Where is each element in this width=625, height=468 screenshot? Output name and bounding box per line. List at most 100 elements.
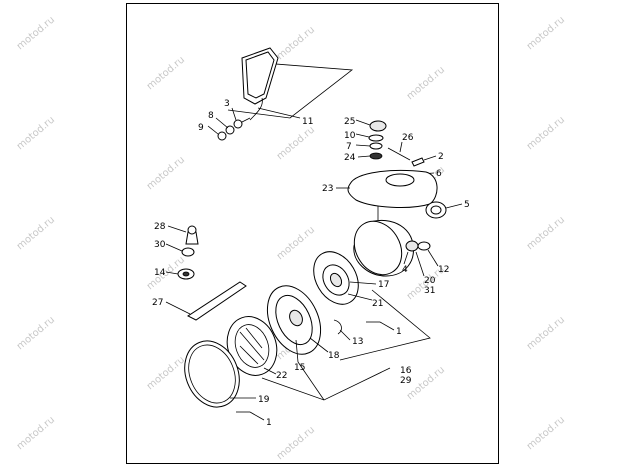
label-14: 14	[154, 268, 166, 278]
pin-26	[387, 147, 411, 161]
label-6: 6	[436, 169, 442, 179]
bracket-4	[405, 240, 419, 252]
label-28: 28	[154, 222, 166, 232]
watermark: motod.ru	[15, 314, 57, 352]
lens-assembly	[226, 316, 278, 376]
leader-24	[357, 155, 371, 158]
watermark: motod.ru	[15, 14, 57, 52]
watermark: motod.ru	[525, 114, 567, 152]
leader-17	[349, 281, 377, 285]
label-5: 5	[464, 200, 470, 210]
rim-19	[184, 340, 240, 408]
upper-cluster	[336, 119, 438, 220]
label-12: 12	[438, 265, 449, 275]
watermark: motod.ru	[145, 154, 187, 192]
washer-10	[368, 134, 384, 142]
leader-9	[207, 125, 219, 135]
fitting-12	[417, 241, 431, 251]
lens-grid-3	[239, 345, 259, 365]
label-23: 23	[322, 184, 333, 194]
leader-7	[355, 144, 371, 147]
watermark: motod.ru	[275, 424, 317, 462]
nut-24	[369, 152, 383, 160]
watermark: motod.ru	[15, 414, 57, 452]
label-1-lower: 1	[266, 418, 272, 428]
reflector-center	[329, 272, 343, 288]
leader-13	[339, 329, 351, 341]
reflector-assembly	[313, 251, 431, 361]
leader-15	[295, 339, 299, 363]
watermark: motod.ru	[145, 54, 187, 92]
sealed-beam-assembly	[266, 285, 395, 363]
part-labels: 3 8 9 11 25 10 7 24 26 2 6 23 5 28 30 14…	[152, 99, 470, 428]
bucket-assembly	[353, 201, 463, 277]
leader-8	[215, 117, 229, 129]
watermark: motod.ru	[145, 354, 187, 392]
label-30: 30	[154, 240, 166, 250]
bulb-28-top	[187, 225, 197, 235]
watermark: motod.ru	[15, 114, 57, 152]
label-26: 26	[402, 133, 414, 143]
watermark: motod.ru	[525, 214, 567, 252]
left-small-parts	[165, 225, 247, 321]
leader-12	[427, 249, 439, 267]
leader-15-join	[297, 361, 325, 401]
nut-3	[233, 119, 243, 129]
label-8: 8	[208, 111, 214, 121]
label-13: 13	[352, 337, 363, 347]
mirror-inner	[245, 51, 275, 99]
washer-8	[225, 125, 235, 135]
socket-30	[181, 247, 195, 257]
label-21: 21	[372, 299, 383, 309]
leader-18	[309, 337, 329, 353]
leader-1-upper	[379, 321, 395, 331]
leader-1-lower	[249, 411, 265, 421]
screw-2	[411, 157, 425, 167]
watermark: motod.ru	[525, 314, 567, 352]
bucket-rim	[353, 220, 403, 276]
grommet-5-hole	[430, 205, 442, 215]
label-19: 19	[258, 395, 270, 405]
leader-25	[355, 119, 371, 126]
label-27: 27	[152, 298, 163, 308]
leader-22	[263, 367, 277, 375]
label-11: 11	[302, 117, 313, 127]
leader-11	[257, 107, 301, 119]
watermark: motod.ru	[275, 124, 317, 162]
leader-14	[165, 271, 179, 275]
label-3: 3	[224, 99, 230, 109]
leader-10	[355, 133, 370, 138]
label-24: 24	[344, 153, 356, 163]
leader-28	[167, 225, 187, 233]
watermark-group: motod.ru motod.ru motod.ru motod.ru moto…	[15, 14, 567, 462]
grommet-14-hole	[182, 271, 190, 277]
label-2: 2	[438, 152, 444, 162]
spring-13	[333, 319, 342, 335]
label-9: 9	[198, 123, 204, 133]
leader-3	[231, 107, 237, 121]
cap-25	[369, 120, 387, 132]
watermark: motod.ru	[15, 214, 57, 252]
nut-9	[217, 131, 227, 141]
watermark: motod.ru	[275, 24, 317, 62]
leader-5	[445, 203, 463, 209]
leader-4	[403, 251, 409, 265]
label-25: 25	[344, 117, 355, 127]
label-17: 17	[378, 280, 389, 290]
label-1-upper: 1	[396, 327, 402, 337]
cover-boss	[385, 173, 415, 187]
washer-7	[369, 142, 383, 150]
strap-27	[186, 281, 247, 321]
watermark: motod.ru	[275, 224, 317, 262]
beam-center	[289, 309, 303, 327]
label-16: 16	[400, 366, 412, 376]
label-4: 4	[402, 265, 408, 275]
rim-assembly	[184, 340, 391, 421]
mirror-assembly	[207, 47, 354, 141]
label-29: 29	[400, 376, 412, 386]
lens-grid-1	[239, 331, 265, 361]
watermark: motod.ru	[525, 414, 567, 452]
leader-20	[415, 251, 425, 277]
